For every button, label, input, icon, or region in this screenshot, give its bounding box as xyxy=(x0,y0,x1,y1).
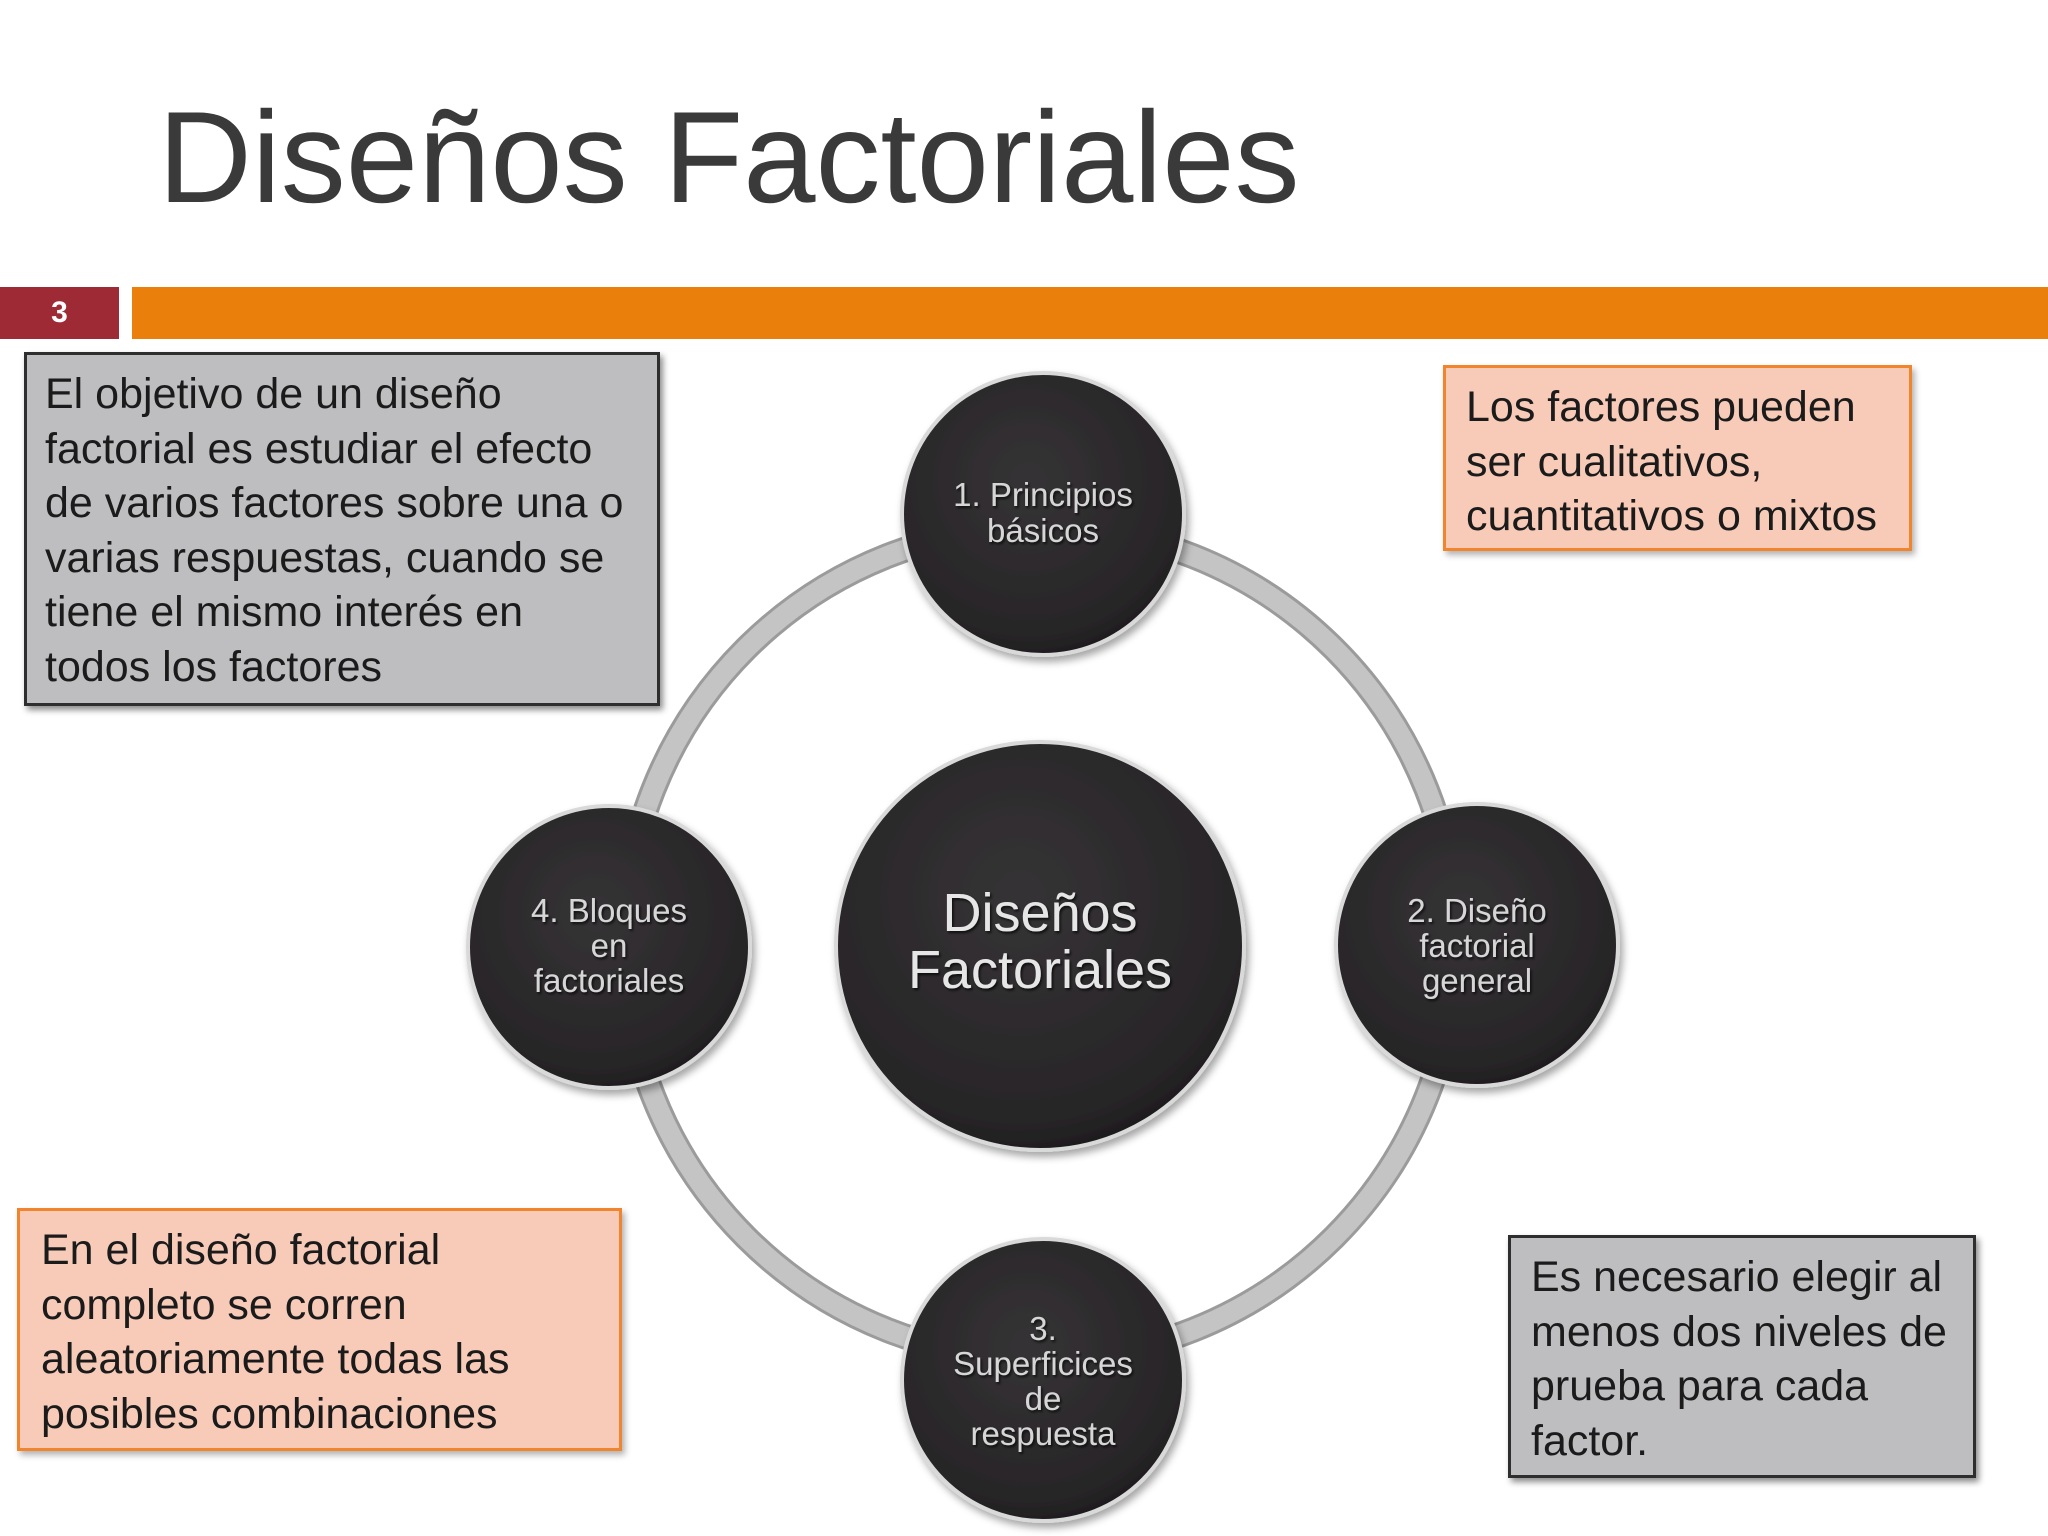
node-bloques-label-line-2: en xyxy=(591,927,628,964)
full-factorial-note: En el diseño factorial completo se corre… xyxy=(17,1208,622,1451)
node-principios-basicos: 1. Principios básicos xyxy=(900,371,1186,657)
node-superficies-label-line-3: de xyxy=(1025,1380,1062,1417)
node-superficies-de-respuesta: 3. Superficices de respuesta xyxy=(900,1237,1186,1523)
node-principios-label-line-1: 1. Principios xyxy=(953,476,1133,513)
node-general-label-line-1: 2. Diseño xyxy=(1407,892,1546,929)
levels-note: Es necesario elegir al menos dos niveles… xyxy=(1508,1235,1976,1478)
node-general-label-line-2: factorial xyxy=(1419,927,1535,964)
center-node-label-line-2: Factoriales xyxy=(908,940,1172,1000)
center-node-label-line-1: Diseños xyxy=(942,883,1137,943)
node-bloques-en-factoriales: 4. Bloques en factoriales xyxy=(466,804,752,1090)
node-superficies-label-line-1: 3. xyxy=(1029,1310,1057,1347)
node-principios-label-line-2: básicos xyxy=(987,512,1099,549)
node-bloques-label-line-3: factoriales xyxy=(534,962,684,999)
objective-note: El objetivo de un diseño factorial es es… xyxy=(24,352,660,706)
node-superficies-label-line-2: Superficices xyxy=(953,1345,1133,1382)
node-bloques-label-line-1: 4. Bloques xyxy=(531,892,687,929)
slide-number: 3 xyxy=(0,287,119,339)
factor-types-note: Los factores pueden ser cualitativos, cu… xyxy=(1443,365,1912,551)
node-superficies-label-line-4: respuesta xyxy=(971,1415,1117,1452)
node-diseno-factorial-general: 2. Diseño factorial general xyxy=(1334,802,1620,1088)
node-general-label-line-3: general xyxy=(1422,962,1532,999)
center-node: Diseños Factoriales xyxy=(834,740,1246,1152)
slide-title: Diseños Factoriales xyxy=(158,84,1300,230)
accent-bar xyxy=(132,287,2048,339)
